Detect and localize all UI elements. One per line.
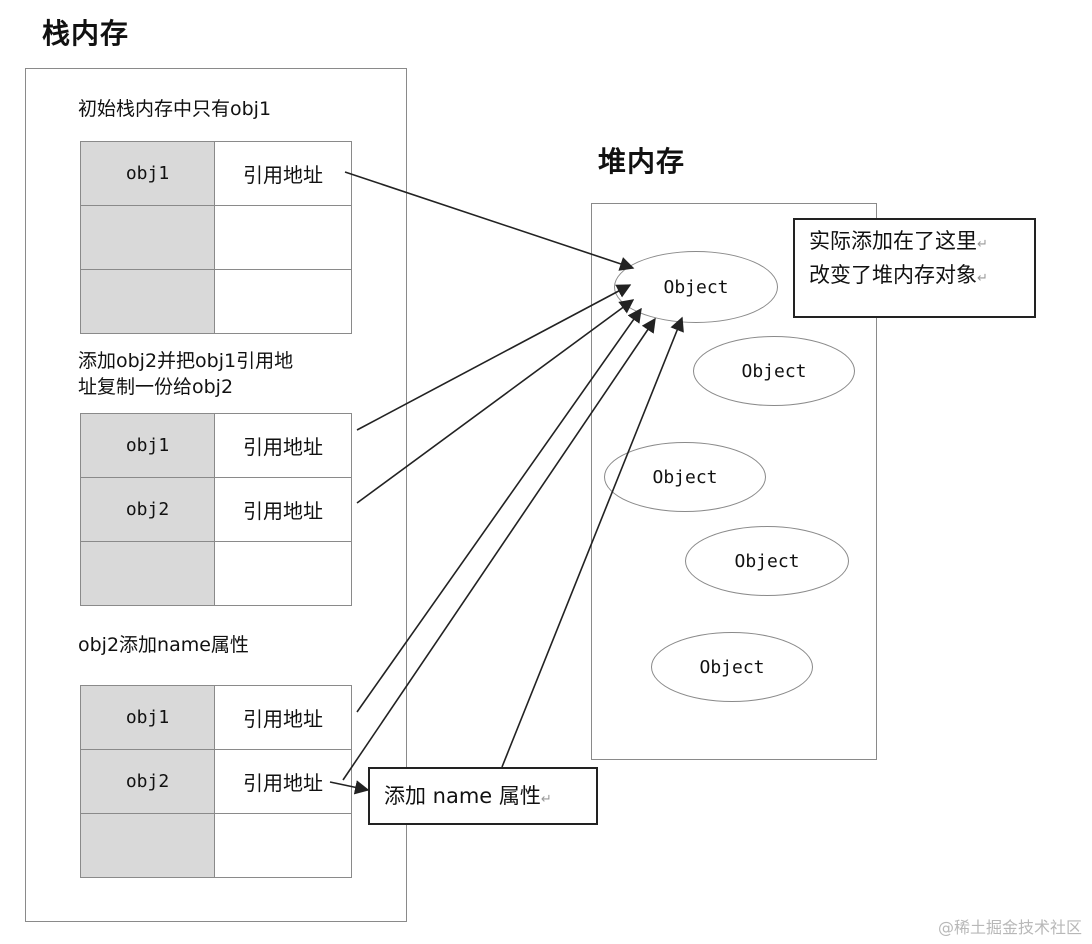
heap-object: Object [685,526,849,596]
arrow-obj2-section2 [356,299,635,504]
reference-address-cell: 引用地址 [214,749,352,814]
table-row [80,541,352,606]
table-row [80,269,352,334]
table-row [80,205,352,270]
add-name-note: 添加 name 属性↵ [368,767,598,825]
heap-memory-frame [591,203,877,760]
stack-table-2: obj1 引用地址 obj2 引用地址 [80,413,352,606]
reference-address-cell [214,269,352,334]
caption-line: 添加obj2并把obj1引用地 [78,350,294,372]
arrow-obj2-section3 [342,317,656,781]
reference-address-cell [214,813,352,878]
heap-memory-title: 堆内存 [598,145,686,178]
arrow-add-name-to-object [501,316,684,768]
arrow-obj1-section3 [356,307,642,713]
stack-section-2-caption: 添加obj2并把obj1引用地 址复制一份给obj2 [78,348,293,400]
reference-address-cell [214,541,352,606]
heap-object: Object [651,632,813,702]
table-row: obj1 引用地址 [80,141,352,206]
heap-change-note: 实际添加在了这里↵ 改变了堆内存对象↵ [793,218,1036,318]
arrow-obj1-section2 [356,284,632,431]
table-row [80,813,352,878]
watermark: @稀土掘金技术社区 [937,918,1082,937]
stack-table-1: obj1 引用地址 [80,141,352,334]
stack-section-1-caption: 初始栈内存中只有obj1 [78,98,272,120]
variable-name-cell [80,813,215,878]
table-row: obj2 引用地址 [80,749,352,814]
reference-address-cell: 引用地址 [214,413,352,478]
reference-address-cell: 引用地址 [214,685,352,750]
note-line: 实际添加在了这里↵ [809,229,988,253]
heap-object: Object [693,336,855,406]
stack-memory-frame [25,68,407,922]
table-row: obj2 引用地址 [80,477,352,542]
reference-address-cell: 引用地址 [214,477,352,542]
heap-object: Object [604,442,766,512]
stack-table-3: obj1 引用地址 obj2 引用地址 [80,685,352,878]
reference-address-cell: 引用地址 [214,141,352,206]
variable-name-cell: obj2 [80,477,215,542]
reference-address-cell [214,205,352,270]
arrow-to-add-name-note [329,780,370,795]
variable-name-cell [80,205,215,270]
table-row: obj1 引用地址 [80,413,352,478]
variable-name-cell: obj2 [80,749,215,814]
caption-line: 址复制一份给obj2 [78,376,234,398]
variable-name-cell: obj1 [80,413,215,478]
stack-section-3-caption: obj2添加name属性 [78,634,249,656]
variable-name-cell: obj1 [80,141,215,206]
stack-memory-title: 栈内存 [42,17,130,50]
variable-name-cell [80,269,215,334]
note-line: 改变了堆内存对象↵ [809,263,988,287]
variable-name-cell [80,541,215,606]
table-row: obj1 引用地址 [80,685,352,750]
arrow-obj1-initial [344,171,635,271]
heap-object-target: Object [614,251,778,323]
variable-name-cell: obj1 [80,685,215,750]
